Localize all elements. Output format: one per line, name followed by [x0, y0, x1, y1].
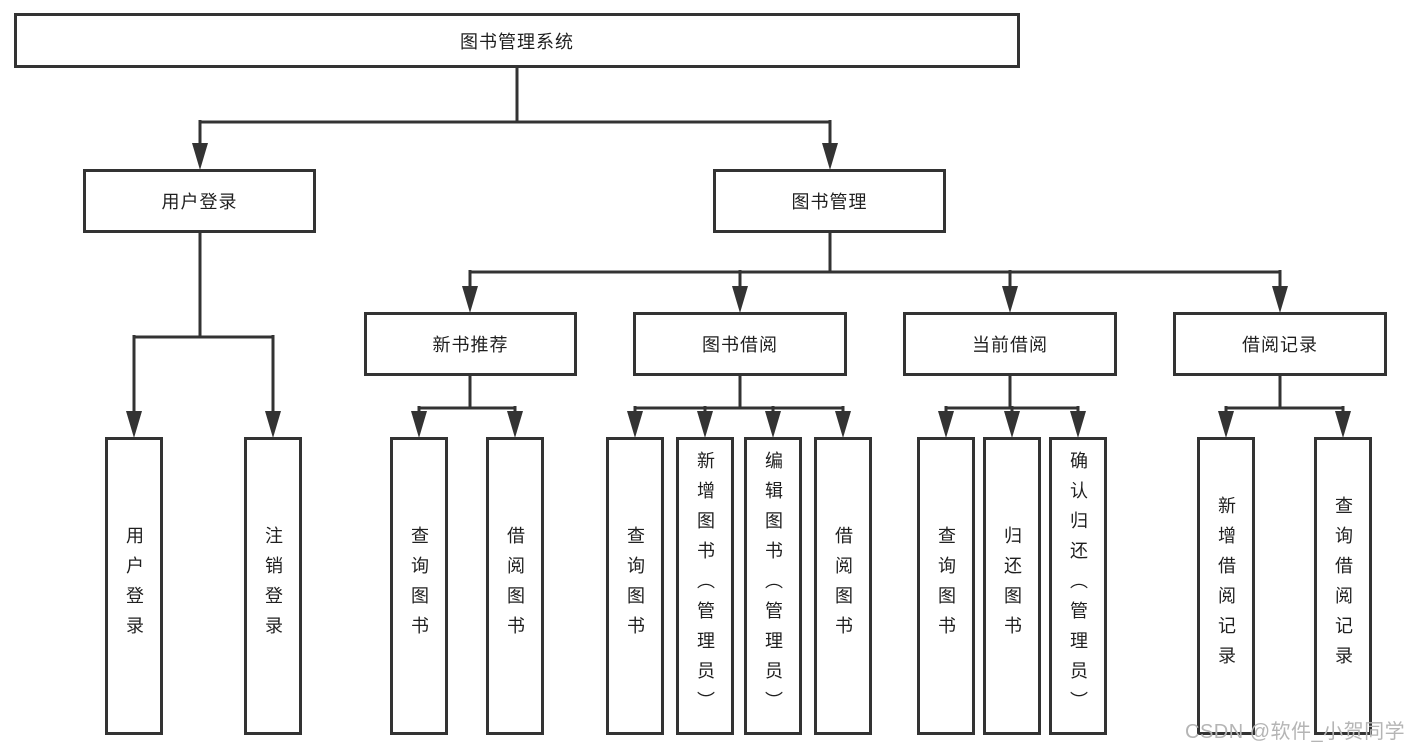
node-root-label: 图书管理系统: [460, 31, 574, 52]
leaf-confirm-return-admin: 确认归还（管理员）: [1049, 437, 1107, 735]
leaf-borrowing-query-book: 查询图书: [606, 437, 664, 735]
leaf-query-borrow-record-label: 查询借阅记录: [1333, 496, 1353, 676]
node-new-book-recommend: 新书推荐: [364, 312, 577, 376]
leaf-add-book-admin: 新增图书（管理员）: [676, 437, 734, 735]
leaf-return-book: 归还图书: [983, 437, 1041, 735]
leaf-recommend-borrow-book-label: 借阅图书: [505, 526, 525, 646]
node-current-borrowing: 当前借阅: [903, 312, 1117, 376]
leaf-user-login-label: 用户登录: [124, 526, 144, 646]
node-user-login: 用户登录: [83, 169, 316, 233]
leaf-return-book-label: 归还图书: [1002, 526, 1022, 646]
leaf-user-login: 用户登录: [105, 437, 163, 735]
leaf-add-book-admin-label: 新增图书（管理员）: [695, 451, 715, 721]
node-current-borrowing-label: 当前借阅: [972, 335, 1048, 355]
node-borrow-records: 借阅记录: [1173, 312, 1387, 376]
leaf-edit-book-admin: 编辑图书（管理员）: [744, 437, 802, 735]
node-book-borrowing-label: 图书借阅: [702, 335, 778, 355]
leaf-add-borrow-record: 新增借阅记录: [1197, 437, 1255, 735]
leaf-query-borrow-record: 查询借阅记录: [1314, 437, 1372, 735]
node-borrow-records-label: 借阅记录: [1242, 335, 1318, 355]
leaf-current-query-book-label: 查询图书: [936, 526, 956, 646]
leaf-current-query-book: 查询图书: [917, 437, 975, 735]
leaf-recommend-query-book: 查询图书: [390, 437, 448, 735]
node-book-borrowing: 图书借阅: [633, 312, 847, 376]
leaf-borrowing-borrow-book-label: 借阅图书: [833, 526, 853, 646]
leaf-confirm-return-admin-label: 确认归还（管理员）: [1068, 451, 1088, 721]
node-book-management: 图书管理: [713, 169, 946, 233]
leaf-edit-book-admin-label: 编辑图书（管理员）: [763, 451, 783, 721]
leaf-recommend-query-book-label: 查询图书: [409, 526, 429, 646]
leaf-add-borrow-record-label: 新增借阅记录: [1216, 496, 1236, 676]
node-book-management-label: 图书管理: [791, 192, 868, 212]
node-root: 图书管理系统: [14, 13, 1020, 68]
node-user-login-label: 用户登录: [161, 192, 238, 212]
leaf-borrowing-query-book-label: 查询图书: [625, 526, 645, 646]
leaf-logout-label: 注销登录: [263, 526, 283, 646]
node-new-book-recommend-label: 新书推荐: [432, 335, 509, 355]
leaf-borrowing-borrow-book: 借阅图书: [814, 437, 872, 735]
csdn-watermark: CSDN @软件_小贺同学: [1185, 721, 1405, 743]
leaf-recommend-borrow-book: 借阅图书: [486, 437, 544, 735]
leaf-logout: 注销登录: [244, 437, 302, 735]
